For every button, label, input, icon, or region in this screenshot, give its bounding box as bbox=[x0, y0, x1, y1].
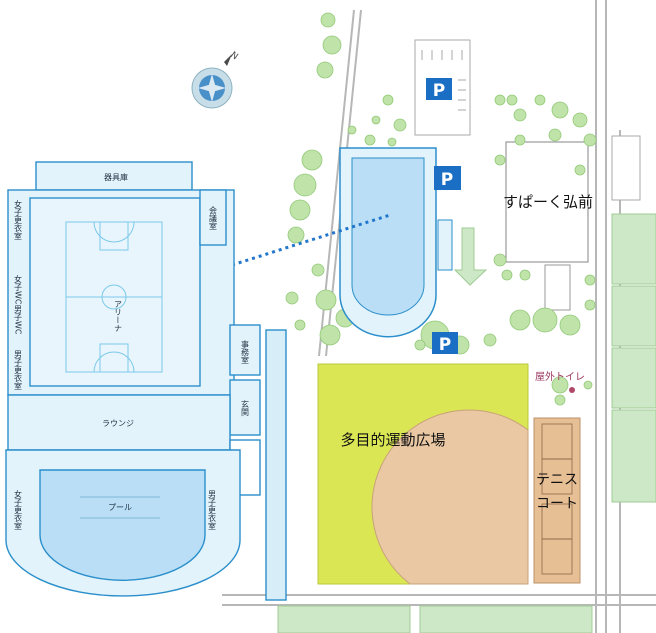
parking-sign-2: P bbox=[434, 166, 461, 190]
trees bbox=[285, 12, 597, 406]
label-outdoor-toilet: 屋外トイレ bbox=[535, 371, 585, 383]
bottom-green-strips bbox=[277, 605, 593, 633]
parking-label-1: P bbox=[433, 81, 445, 101]
label-mens-wc: 男子WC bbox=[14, 305, 23, 335]
supark-annex bbox=[544, 264, 571, 311]
label-equipment-storage: 器具庫 bbox=[104, 172, 128, 182]
outdoor-pool-area bbox=[339, 147, 488, 338]
pool-lanes bbox=[80, 496, 160, 519]
label-tennis-2: コート bbox=[536, 496, 578, 512]
label-meeting-room: 会議室 bbox=[209, 205, 218, 230]
label-entrance: 玄関 bbox=[241, 399, 250, 417]
label-tennis-1: テニス bbox=[536, 472, 578, 488]
parking-label-3: P bbox=[439, 335, 451, 355]
parking-label-2: P bbox=[441, 170, 453, 190]
toilet-marker-icon bbox=[569, 387, 575, 393]
label-mens-locker-left: 男子更衣室 bbox=[14, 350, 23, 390]
compass-icon bbox=[191, 54, 233, 109]
tennis-courts bbox=[533, 417, 581, 584]
label-womens-wc: 女子WC bbox=[14, 274, 23, 305]
label-supark: すぱーく弘前 bbox=[503, 193, 593, 211]
multi-purpose-field bbox=[317, 363, 529, 585]
label-lounge: ラウンジ bbox=[102, 419, 134, 428]
parking-sign-3: P bbox=[432, 332, 458, 355]
compass-north-label: N bbox=[228, 50, 239, 62]
right-green-fields bbox=[611, 135, 656, 503]
label-womens-locker-top: 女子更衣室 bbox=[14, 199, 23, 240]
label-office: 事務室 bbox=[241, 339, 250, 364]
gymnasium-building bbox=[5, 161, 287, 601]
label-arena: アリーナ bbox=[114, 300, 123, 332]
label-pool: プール bbox=[108, 503, 132, 512]
parking-lot-top bbox=[414, 39, 471, 136]
label-multi-field: 多目的運動広場 bbox=[340, 431, 445, 449]
arena-courts bbox=[65, 221, 163, 373]
label-mens-locker-bottom: 男子更衣室 bbox=[208, 490, 217, 530]
supark-building bbox=[505, 141, 589, 263]
parking-sign-1: P bbox=[426, 78, 452, 101]
label-womens-locker-bottom: 女子更衣室 bbox=[14, 489, 23, 530]
